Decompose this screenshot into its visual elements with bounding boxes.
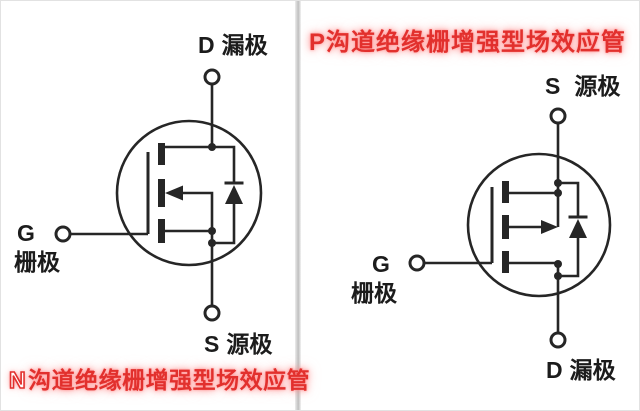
n-gate-name: 栅极	[14, 249, 60, 275]
p-drain-junction-dot	[554, 272, 562, 280]
p-channel-title: P沟道绝缘栅增强型场效应管	[309, 31, 626, 55]
n-drain-junction-dot	[208, 143, 216, 151]
n-title-rest: 沟道绝缘栅增强型场效应管	[28, 367, 311, 393]
p-drain-wire-and-lead	[509, 261, 560, 333]
n-source-terminal-icon	[203, 304, 221, 322]
p-source-letter: S	[545, 73, 561, 99]
n-title-prefix: N	[8, 367, 27, 393]
p-source-label: S 源极	[545, 75, 620, 98]
p-drain-name: 漏极	[569, 357, 616, 383]
n-gate-terminal-icon	[54, 225, 72, 243]
p-gate-name: 栅极	[351, 280, 397, 306]
n-source-name: 源极	[226, 331, 273, 357]
p-mosfet-symbol	[408, 107, 612, 349]
n-body-bar	[158, 179, 165, 207]
p-source-junction-dot	[554, 189, 562, 197]
p-body-arrow-icon	[541, 220, 558, 234]
n-mosfet-symbol	[54, 68, 263, 322]
p-drain-letter: D	[546, 357, 563, 383]
n-mosfet-body-circle	[115, 119, 263, 267]
p-drain-label: D 漏极	[546, 359, 616, 382]
n-drain-terminal-icon	[203, 68, 221, 86]
p-drain-corner-dot	[554, 260, 562, 268]
panel-divider	[295, 1, 301, 410]
p-diode-triangle-icon	[569, 219, 587, 238]
n-body-wire	[183, 191, 214, 231]
n-gate-letter: G	[17, 220, 35, 246]
p-gate-letter: G	[372, 251, 390, 277]
p-source-name: 源极	[574, 73, 621, 99]
p-gate-terminal-icon	[408, 254, 426, 272]
p-drain-terminal-icon	[549, 331, 567, 349]
p-mosfet-body-circle	[466, 152, 612, 298]
n-drain-name: 漏极	[221, 32, 268, 58]
n-drain-bar	[158, 143, 165, 165]
n-diode-branch-top	[212, 145, 236, 183]
n-source-label: S 源极	[204, 333, 272, 356]
n-source-letter: S	[204, 331, 220, 357]
p-diode-branch-top	[558, 181, 580, 217]
n-body-arrow-icon	[165, 185, 183, 201]
p-diode-junction-dot	[554, 179, 562, 187]
p-body-bar	[502, 215, 509, 239]
p-title-prefix: P	[309, 29, 327, 56]
n-diode-triangle-icon	[225, 185, 243, 204]
p-title-rest: 沟道绝缘栅增强型场效应管	[326, 29, 627, 56]
n-source-bar	[158, 219, 165, 243]
p-diode-branch-bottom	[558, 238, 580, 278]
n-drain-label: D 漏极	[198, 34, 268, 57]
n-channel-title: N沟道绝缘栅增强型场效应管	[8, 367, 311, 393]
n-diode-branch-bottom	[212, 204, 236, 245]
p-source-bar	[502, 181, 509, 203]
p-drain-bar	[502, 251, 509, 273]
p-source-terminal-icon	[549, 107, 567, 125]
n-drain-letter: D	[198, 32, 215, 58]
